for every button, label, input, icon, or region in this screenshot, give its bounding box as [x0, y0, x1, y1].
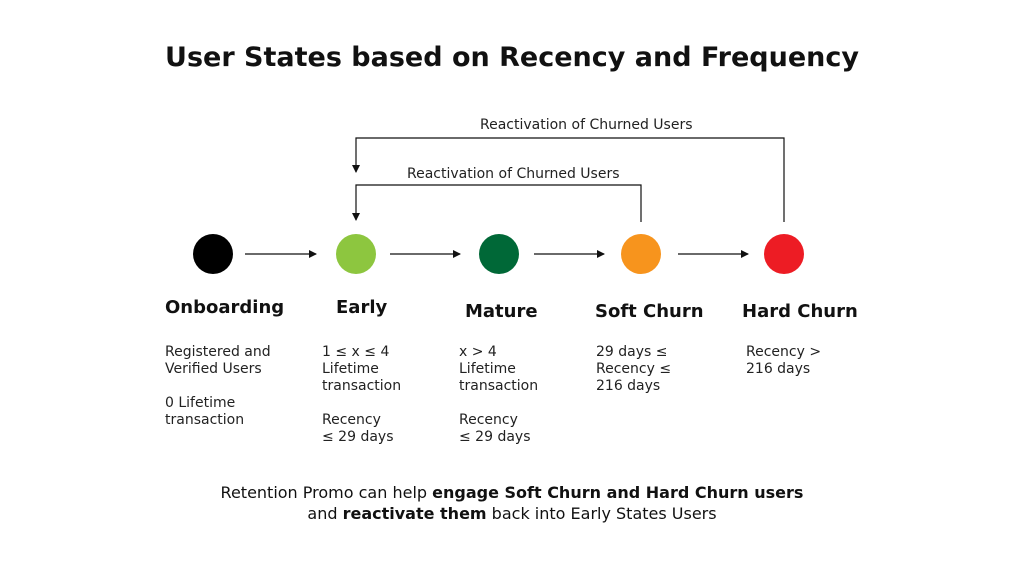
node-hard-churn [764, 234, 804, 274]
node-mature [479, 234, 519, 274]
footer-note: Retention Promo can help engage Soft Chu… [0, 482, 1024, 524]
desc-early-line-1: 1 ≤ x ≤ 4 Lifetime transaction [322, 344, 402, 394]
node-early [336, 234, 376, 274]
desc-mature: x > 4 Lifetime transaction Recency ≤ 29 … [459, 344, 544, 463]
footer-line-2-prefix: and [307, 504, 343, 523]
desc-mature-line-2: Recency ≤ 29 days [459, 412, 531, 445]
desc-early: 1 ≤ x ≤ 4 Lifetime transaction Recency ≤… [322, 344, 407, 463]
state-name-early: Early [336, 297, 388, 318]
state-name-soft-churn: Soft Churn [595, 301, 704, 322]
node-onboarding [193, 234, 233, 274]
footer-line-2: and reactivate them back into Early Stat… [0, 503, 1024, 524]
loop-hard-churn-to-early [352, 137, 785, 222]
desc-soft-churn-line-1: 29 days ≤ Recency ≤ 216 days [596, 344, 672, 394]
footer-line-2-bold: reactivate them [342, 504, 487, 523]
desc-early-line-2: Recency ≤ 29 days [322, 412, 394, 445]
desc-hard-churn-line-1: Recency > 216 days [746, 344, 822, 377]
desc-onboarding-line-1: Registered and Verified Users [165, 344, 271, 377]
footer-line-1-bold: engage Soft Churn and Hard Churn users [432, 483, 804, 502]
desc-hard-churn: Recency > 216 days [746, 344, 856, 395]
desc-onboarding: Registered and Verified Users 0 Lifetime… [165, 344, 275, 446]
outer-loop-label: Reactivation of Churned Users [480, 117, 693, 133]
loop-soft-churn-to-early [352, 184, 642, 222]
footer-line-1: Retention Promo can help engage Soft Chu… [0, 482, 1024, 503]
footer-line-2-suffix: back into Early States Users [486, 504, 717, 523]
desc-mature-line-1: x > 4 Lifetime transaction [459, 344, 539, 394]
state-name-hard-churn: Hard Churn [742, 301, 858, 322]
inner-loop-label: Reactivation of Churned Users [407, 166, 620, 182]
footer-line-1-prefix: Retention Promo can help [220, 483, 433, 502]
state-name-onboarding: Onboarding [165, 297, 285, 318]
desc-onboarding-line-2: 0 Lifetime transaction [165, 395, 245, 428]
desc-soft-churn: 29 days ≤ Recency ≤ 216 days [596, 344, 706, 412]
node-soft-churn [621, 234, 661, 274]
state-name-mature: Mature [465, 301, 538, 322]
page-title: User States based on Recency and Frequen… [165, 42, 859, 73]
